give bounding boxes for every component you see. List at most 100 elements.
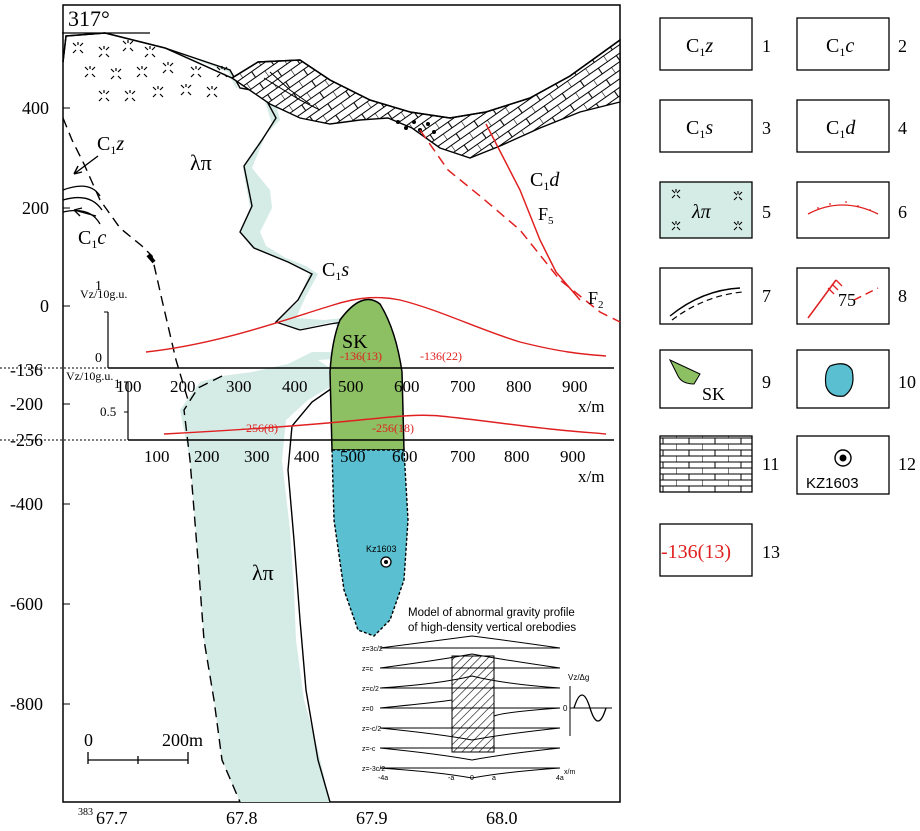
- orebody: [331, 449, 409, 637]
- x-tick-label: 67.9: [356, 808, 388, 828]
- lower-profile: Vz/10g.u. 1 0.5 -256(8) -256(18) 100 200…: [0, 369, 614, 486]
- legend-label-5: λπ: [691, 201, 712, 223]
- legend-box-8: [796, 267, 890, 325]
- legend-box-4: [796, 99, 890, 153]
- upper-xtick: 400: [282, 377, 308, 396]
- model-vz-label: Vz/Δg: [568, 673, 589, 682]
- lower-xtick: 300: [244, 447, 270, 466]
- model-vz-curve: [573, 694, 607, 722]
- model-z-label: z=-c/2: [362, 726, 381, 733]
- label-f5: F5: [538, 204, 554, 227]
- label-f2: F2: [588, 288, 604, 311]
- y-tick-label: 0: [40, 296, 49, 316]
- skarn-body: [329, 298, 405, 451]
- upper-xtick: 500: [338, 377, 364, 396]
- legend-box-2: [796, 17, 890, 71]
- lower-xtick: 900: [560, 447, 586, 466]
- legend-box-9: [659, 349, 753, 409]
- upper-xtick: 600: [394, 377, 420, 396]
- y-tick-label: -136: [10, 360, 43, 380]
- model-zero-label: 0: [563, 704, 568, 713]
- model-z-label: z=c/2: [362, 686, 379, 693]
- y-tick-label: 400: [22, 98, 49, 118]
- upper-ytick: 0: [95, 351, 102, 366]
- upper-profile: Vz/10g.u. 1 0 -136(13) -136(22) 100 200 …: [0, 279, 614, 416]
- lower-xtick: 800: [504, 447, 530, 466]
- legend-label-1: C1z: [686, 35, 713, 59]
- lower-xtick: 100: [144, 447, 170, 466]
- upper-xtick: 300: [226, 377, 252, 396]
- scale-end: 200m: [162, 730, 203, 750]
- upper-xtick: 800: [506, 377, 532, 396]
- legend-num-12: 12: [898, 454, 916, 474]
- lower-xtick: 400: [294, 447, 320, 466]
- porphyry-body: [63, 33, 362, 802]
- lower-annotation: -256(18): [372, 421, 414, 435]
- legend-label-12: KZ1603: [806, 475, 859, 492]
- upper-xtick: 100: [116, 377, 142, 396]
- legend-num-10: 10: [898, 372, 916, 392]
- upper-xlabel: x/m: [578, 397, 604, 416]
- lower-ytick: 1: [114, 376, 121, 391]
- lower-xtick: 600: [392, 447, 418, 466]
- label-borehole: Kz1603: [366, 544, 397, 554]
- model-x-tick: 4a: [556, 775, 564, 782]
- model-x-tick: -4a: [378, 775, 388, 782]
- upper-ylabel: Vz/10g.u.: [80, 287, 127, 301]
- x-axis-prefix: 383: [78, 807, 93, 818]
- legend-box-5: [659, 181, 753, 239]
- scale-bar: 0 200m: [84, 730, 203, 764]
- lower-xtick: 700: [450, 447, 476, 466]
- model-x-tick: a: [492, 775, 496, 782]
- lower-xtick: 500: [340, 447, 366, 466]
- fault-f5: [485, 123, 581, 301]
- legend-num-7: 7: [762, 286, 771, 306]
- lower-ylabel: Vz/10g.u.: [66, 369, 113, 383]
- legend-label-13: -136(13): [661, 541, 731, 563]
- model-z-label: z=0: [362, 706, 374, 713]
- label-porphyry-upper: λπ: [190, 150, 212, 175]
- model-x-tick: 0: [470, 775, 474, 782]
- legend-num-6: 6: [898, 202, 907, 222]
- y-tick-label: -800: [10, 694, 43, 714]
- label-c1d: C1d: [530, 169, 560, 193]
- model-z-label: z=c: [362, 666, 374, 673]
- model-x-tick: -a: [448, 775, 454, 782]
- model-title-line2: of high-density vertical orebodies: [408, 622, 576, 634]
- label-c1s: C1s: [322, 259, 349, 283]
- y-tick-label: -400: [10, 494, 43, 514]
- legend-num-8: 8: [898, 286, 907, 306]
- upper-anomaly-curve: [145, 296, 607, 357]
- model-inset: Model of abnormal gravity profile of hig…: [362, 607, 612, 782]
- x-tick-label: 67.8: [226, 808, 258, 828]
- y-tick-label: 200: [22, 198, 49, 218]
- lower-ytick: 0.5: [100, 404, 116, 419]
- legend: C1z 1 C1c 2 C1s 3 C1d 4 λπ 5: [659, 17, 916, 577]
- legend-label-8: 75: [838, 290, 856, 310]
- model-z-label: z=-c: [362, 746, 376, 753]
- legend-label-9: SK: [702, 384, 725, 404]
- upper-xtick: 200: [170, 377, 196, 396]
- label-porphyry-lower: λπ: [252, 560, 274, 585]
- y-tick-label: -600: [10, 594, 43, 614]
- porphyry-texture: [72, 40, 228, 102]
- label-c1c: C1c: [78, 227, 106, 251]
- model-orebody: [451, 655, 495, 753]
- x-axis: 383 67.7 67.8 67.9 68.0: [78, 807, 518, 828]
- lower-annotation: -256(8): [242, 421, 278, 435]
- legend-num-13: 13: [762, 542, 780, 562]
- lower-anomaly-curve: [163, 414, 607, 435]
- model-z-label: z=3c/2: [362, 646, 383, 653]
- x-tick-label: 68.0: [486, 808, 518, 828]
- model-title-line1: Model of abnormal gravity profile: [408, 607, 575, 619]
- legend-box-7: [659, 267, 753, 325]
- legend-num-1: 1: [762, 36, 771, 56]
- legend-box-1: [659, 17, 753, 71]
- legend-num-3: 3: [762, 118, 771, 138]
- legend-box-13: [659, 523, 753, 577]
- fault-f2: [419, 129, 621, 323]
- legend-num-11: 11: [762, 454, 779, 474]
- upper-xtick: 900: [562, 377, 588, 396]
- model-z-label: z=-3c/2: [362, 766, 385, 773]
